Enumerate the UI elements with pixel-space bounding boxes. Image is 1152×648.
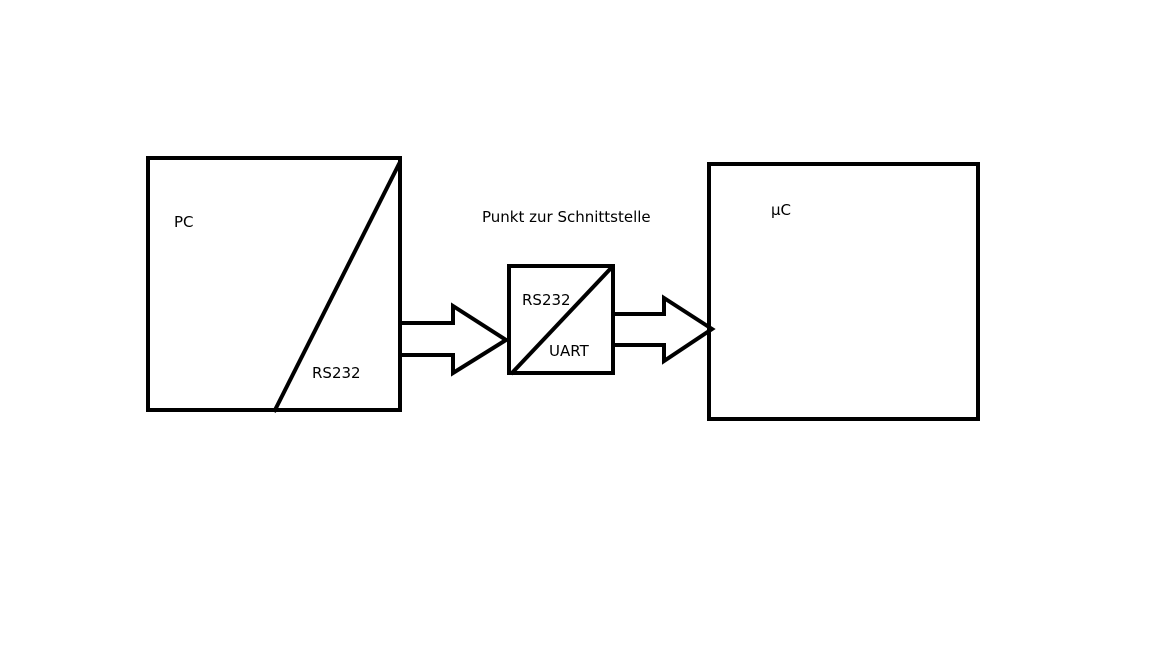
- pc-label: PC: [174, 213, 194, 231]
- pc-interface-label: RS232: [312, 364, 361, 382]
- converter-diagonal: [509, 264, 615, 376]
- converter-top-label: RS232: [522, 291, 571, 309]
- pc-box: [146, 156, 402, 412]
- converter-box: [507, 264, 615, 375]
- pc-diagonal: [272, 161, 402, 413]
- microcontroller-box: [707, 162, 980, 421]
- arrow-converter-to-microcontroller: [615, 294, 716, 365]
- arrow-pc-to-converter: [402, 302, 510, 377]
- pc-block: PC RS232: [146, 156, 402, 413]
- microcontroller-block: µC: [707, 162, 980, 421]
- converter-bottom-label: UART: [549, 342, 590, 360]
- microcontroller-label: µC: [771, 201, 791, 219]
- converter-block: RS232 UART: [507, 264, 615, 376]
- annotation-text: Punkt zur Schnittstelle: [482, 208, 651, 226]
